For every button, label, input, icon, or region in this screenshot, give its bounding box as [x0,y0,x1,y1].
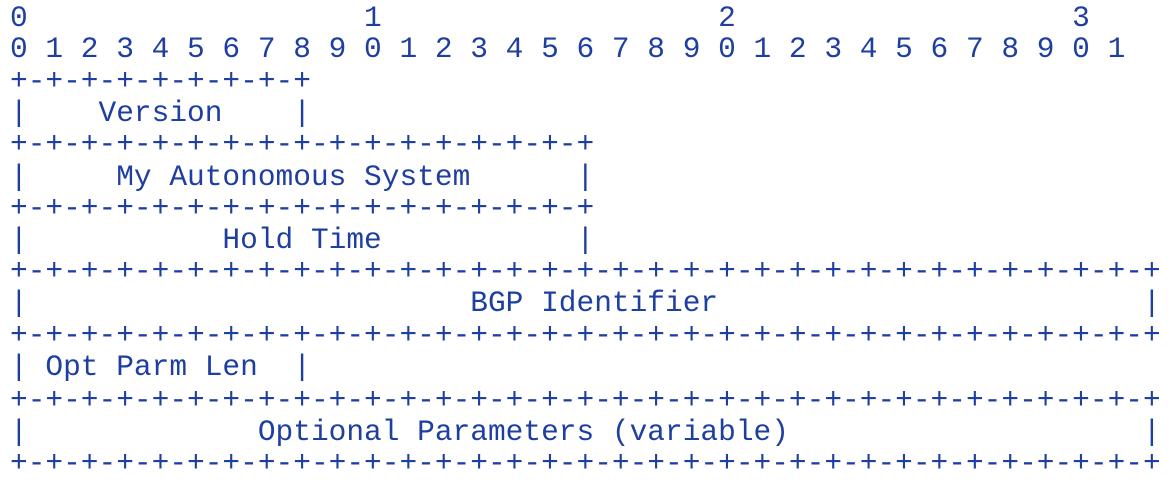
field-my-autonomous-system: | My Autonomous System | [10,160,595,194]
field-opt-parm-len: | Opt Parm Len | [10,350,311,384]
border-line: +-+-+-+-+-+-+-+-+-+-+-+-+-+-+-+-+ [10,191,595,225]
border-line: +-+-+-+-+-+-+-+-+-+-+-+-+-+-+-+-+-+-+-+-… [10,383,1161,417]
border-line: +-+-+-+-+-+-+-+-+-+-+-+-+-+-+-+-+ [10,127,595,161]
field-bgp-identifier: | BGP Identifier | [10,286,1161,320]
bit-tens-ruler: 0 1 2 3 [10,1,1090,35]
border-line: +-+-+-+-+-+-+-+-+-+-+-+-+-+-+-+-+-+-+-+-… [10,446,1161,480]
field-hold-time: | Hold Time | [10,223,595,257]
bit-units-ruler: 0 1 2 3 4 5 6 7 8 9 0 1 2 3 4 5 6 7 8 9 … [10,32,1126,66]
border-line: +-+-+-+-+-+-+-+-+ [10,64,311,98]
border-line: +-+-+-+-+-+-+-+-+-+-+-+-+-+-+-+-+-+-+-+-… [10,254,1161,288]
border-line: +-+-+-+-+-+-+-+-+-+-+-+-+-+-+-+-+-+-+-+-… [10,318,1161,352]
field-version: | Version | [10,96,311,130]
field-optional-parameters: | Optional Parameters (variable) | [10,415,1161,449]
